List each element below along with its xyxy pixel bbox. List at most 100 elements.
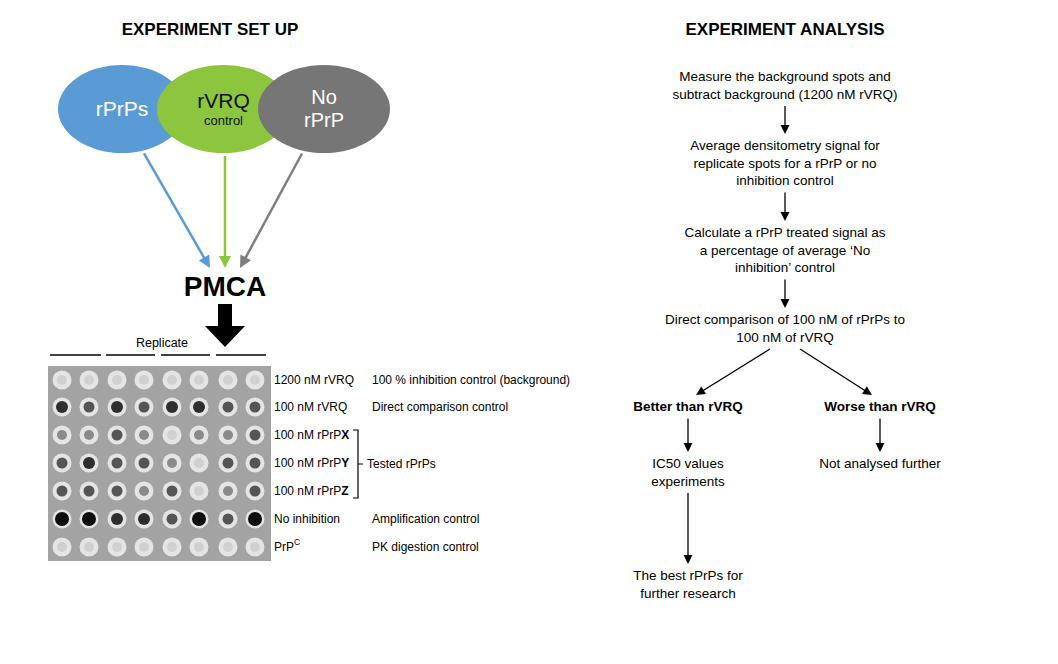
node-text: rPrPs [96,97,149,121]
flow-step: The best rPrPs for further research [618,567,758,602]
arrowhead [781,212,790,221]
row-label-letter: X [341,427,349,443]
dot-spot [80,538,99,557]
flow-step: Direct comparison of 100 nM of rPrPs to … [660,311,910,346]
section-title: EXPERIMENT ANALYSIS [685,19,884,41]
node-text: IC50 values experiments [632,455,744,490]
superscript: C [294,537,300,548]
dot-spot [53,398,72,417]
arrowhead [781,299,790,308]
dot-spot [80,426,99,445]
connector [684,493,693,564]
node-text: Better than rVRQ [617,398,759,416]
dot-spot [190,482,209,501]
node-text: No rPrP [289,86,359,132]
dot-spot [246,482,265,501]
dot-spot [219,482,238,501]
row-label: 100 nM rPrP [274,455,341,471]
node-text: Measure the background spots and subtrac… [664,68,906,103]
dot-spot [246,510,265,529]
blot-row [53,538,265,557]
connector [800,349,872,395]
arrowhead [781,125,790,134]
flow-step: Calculate a rPrP treated signal as a per… [676,224,894,277]
arrowhead [876,443,885,452]
node-text: Not analysed further [799,455,961,473]
dot-spot [190,371,209,390]
dot-spot [246,454,265,473]
row-description: PK digestion control [372,539,479,555]
dot-spot [190,510,209,529]
arrowhead [240,255,251,268]
blot-row [53,398,265,417]
decision-outcome: Worse than rVRQ [805,398,955,416]
dot-spot [53,510,72,529]
dot-spot [163,482,182,501]
dot-spot [219,510,238,529]
dot-spot [108,538,127,557]
dot-spot [108,398,127,417]
dot-spot [246,426,265,445]
connector-line [784,193,785,214]
no-sample-ellipse: No rPrP [258,65,390,153]
row-label: 100 nM rPrP [274,483,341,499]
dot-spot [135,454,154,473]
dot-spot [219,371,238,390]
section-title: EXPERIMENT SET UP [122,19,299,41]
dot-spot [190,538,209,557]
flow-step: Measure the background spots and subtrac… [660,68,910,103]
dot-spot [80,454,99,473]
replicate-label: Replicate [136,335,188,351]
dot-spot [53,538,72,557]
node-text: The best rPrPs for further research [622,567,754,602]
node-text: Calculate a rPrP treated signal as a per… [680,224,890,277]
connector [219,156,231,268]
replicate-lines [50,354,266,355]
dot-spot [135,510,154,529]
node-text: PMCA [160,271,290,303]
connector-line [784,106,785,126]
connector [684,419,693,453]
dot-spot [135,426,154,445]
ellipse-fill [258,65,390,153]
dot-spot [190,398,209,417]
dot-spot [219,538,238,557]
connector-line [879,419,880,445]
dot-spot [53,426,72,445]
decision-outcome: Better than rVRQ [613,398,763,416]
dot-spot [135,538,154,557]
blot-membrane [48,366,271,561]
dot-spot [163,510,182,529]
dot-spot [163,426,182,445]
dot-spot [219,454,238,473]
dot-spot [80,482,99,501]
arrowhead [684,443,693,452]
dot-spot [219,426,238,445]
dot-spot [80,510,99,529]
blot-row [53,426,265,445]
flow-step: Not analysed further [795,455,965,473]
connector-line [687,419,688,445]
node-text: Worse than rVRQ [809,398,951,416]
connector [781,193,790,222]
dot-spot [163,398,182,417]
connector-line [703,349,770,391]
node-text: Average densitometry signal for replicat… [675,137,895,190]
node-text: control [204,114,243,129]
row-label: 100 nM rVRQ [274,399,347,415]
connector [781,106,790,134]
dot-spot [108,426,127,445]
connector [781,280,790,309]
dot-spot [219,398,238,417]
dot-spot [163,538,182,557]
row-label: 1200 nM rVRQ [274,372,354,388]
arrowhead [684,555,693,564]
row-description: Direct comparison control [372,399,508,415]
connector [144,153,210,268]
blot-row [53,371,265,390]
blot-row [53,482,265,501]
dot-spot [135,398,154,417]
dot-spot [190,426,209,445]
row-description: Amplification control [372,511,479,527]
